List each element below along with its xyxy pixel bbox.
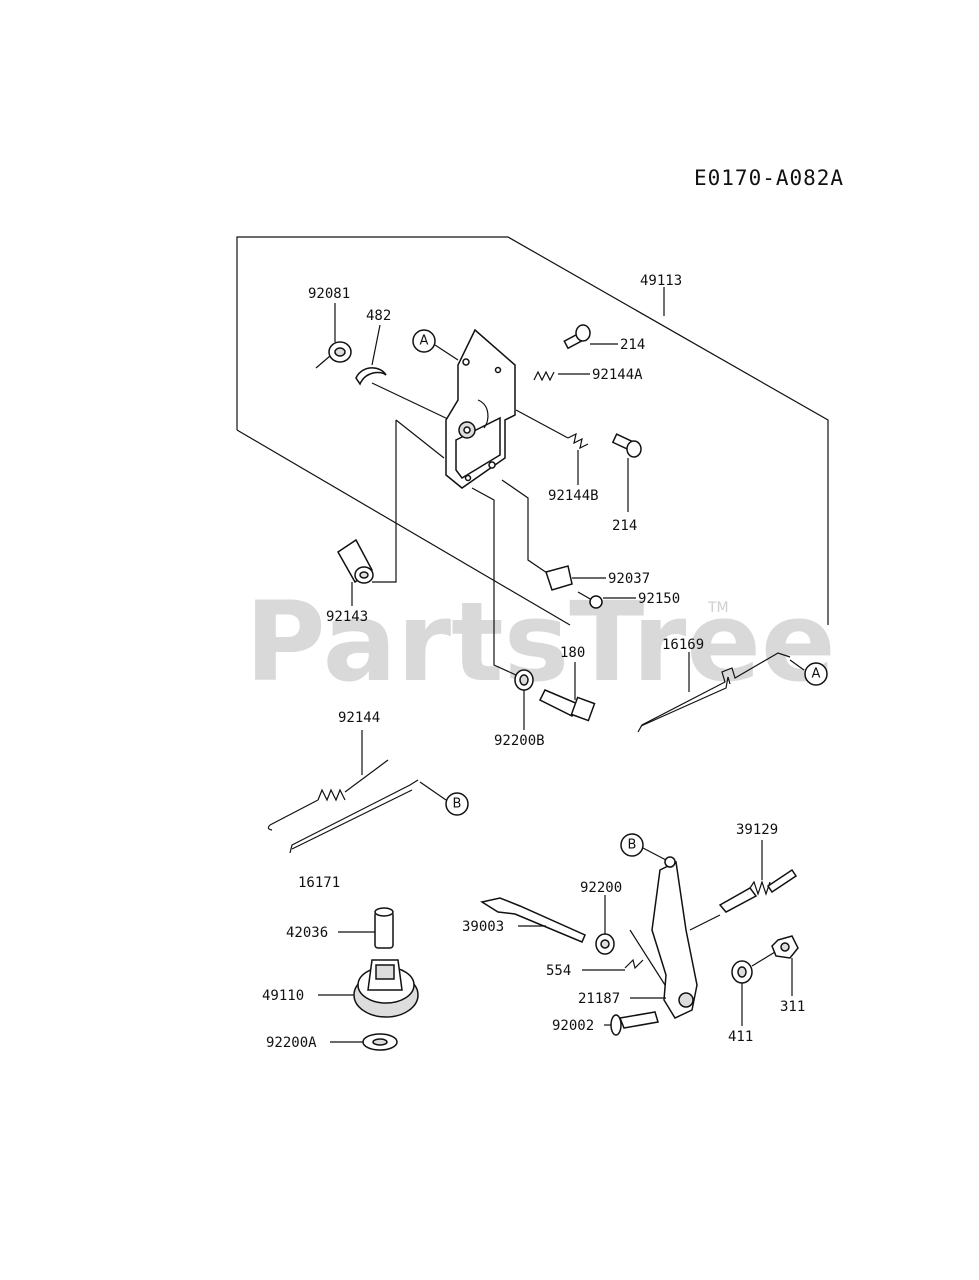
label-92143[interactable]: 92143 [326,609,368,625]
label-92200B[interactable]: 92200B [494,733,545,749]
label-311[interactable]: 311 [780,999,805,1015]
part-39003-link[interactable] [480,897,586,943]
label-411[interactable]: 411 [728,1029,753,1045]
label-482[interactable]: 482 [366,308,391,324]
callout-B-left: B [445,792,469,816]
label-49110[interactable]: 49110 [262,988,304,1004]
label-92200[interactable]: 92200 [580,880,622,896]
svg-text:A: A [420,334,429,349]
label-16169[interactable]: 16169 [662,637,704,653]
label-92144[interactable]: 92144 [338,710,380,726]
part-39129-spring[interactable] [689,840,798,931]
svg-text:B: B [628,838,637,853]
part-92200A-washer[interactable] [330,1033,398,1051]
label-214-lower[interactable]: 214 [612,518,637,534]
watermark-trademark: TM [707,600,729,616]
part-92200-washer[interactable] [595,895,615,955]
part-92081-nut[interactable] [315,303,352,369]
label-92150[interactable]: 92150 [638,591,680,607]
part-92144A-spring[interactable] [533,370,590,382]
callout-B-right: B [620,833,667,861]
assembly-frame [236,236,829,626]
part-49110-gear[interactable] [318,959,419,1018]
part-92037-clamp[interactable] [501,479,606,591]
label-92144B[interactable]: 92144B [548,488,599,504]
label-180[interactable]: 180 [560,645,585,661]
label-39003[interactable]: 39003 [462,919,504,935]
watermark: PartsTree [245,578,836,706]
callout-A-right: A [804,662,828,686]
part-180-bolt[interactable] [471,487,596,722]
part-control-bracket[interactable] [445,328,516,489]
part-482-clip[interactable] [355,324,451,421]
diagram-code: E0170-A082A [694,166,844,190]
label-49113[interactable]: 49113 [640,273,682,289]
part-554-spring-clip[interactable] [582,958,644,971]
part-21187-lever[interactable] [629,856,698,1019]
label-92037[interactable]: 92037 [608,571,650,587]
part-92144-spring[interactable] [267,730,389,831]
part-214-bolt-upper[interactable] [563,324,618,350]
label-554[interactable]: 554 [546,963,571,979]
part-311-nut[interactable] [751,935,799,996]
label-16171[interactable]: 16171 [298,875,340,891]
part-16169-rod[interactable] [637,652,805,733]
part-92150-screw[interactable] [577,591,636,609]
label-39129[interactable]: 39129 [736,822,778,838]
callout-A-upper: A [412,329,459,361]
label-92200A[interactable]: 92200A [266,1035,317,1051]
label-92002[interactable]: 92002 [552,1018,594,1034]
part-92002-bolt[interactable] [604,1011,659,1036]
label-21187[interactable]: 21187 [578,991,620,1007]
part-214-bolt-lower[interactable] [611,433,642,512]
label-42036[interactable]: 42036 [286,925,328,941]
part-92143-collar[interactable] [337,419,445,606]
label-92081[interactable]: 92081 [308,286,350,302]
label-214-upper[interactable]: 214 [620,337,645,353]
part-92144B-spring[interactable] [515,409,589,485]
label-92144A[interactable]: 92144A [592,367,643,383]
part-411-washer[interactable] [731,960,753,1026]
svg-text:B: B [453,797,462,812]
svg-text:A: A [812,667,821,682]
part-16171-rod[interactable] [289,779,447,854]
part-92200B-washer[interactable] [514,669,534,730]
part-42036-pin[interactable] [338,907,394,949]
